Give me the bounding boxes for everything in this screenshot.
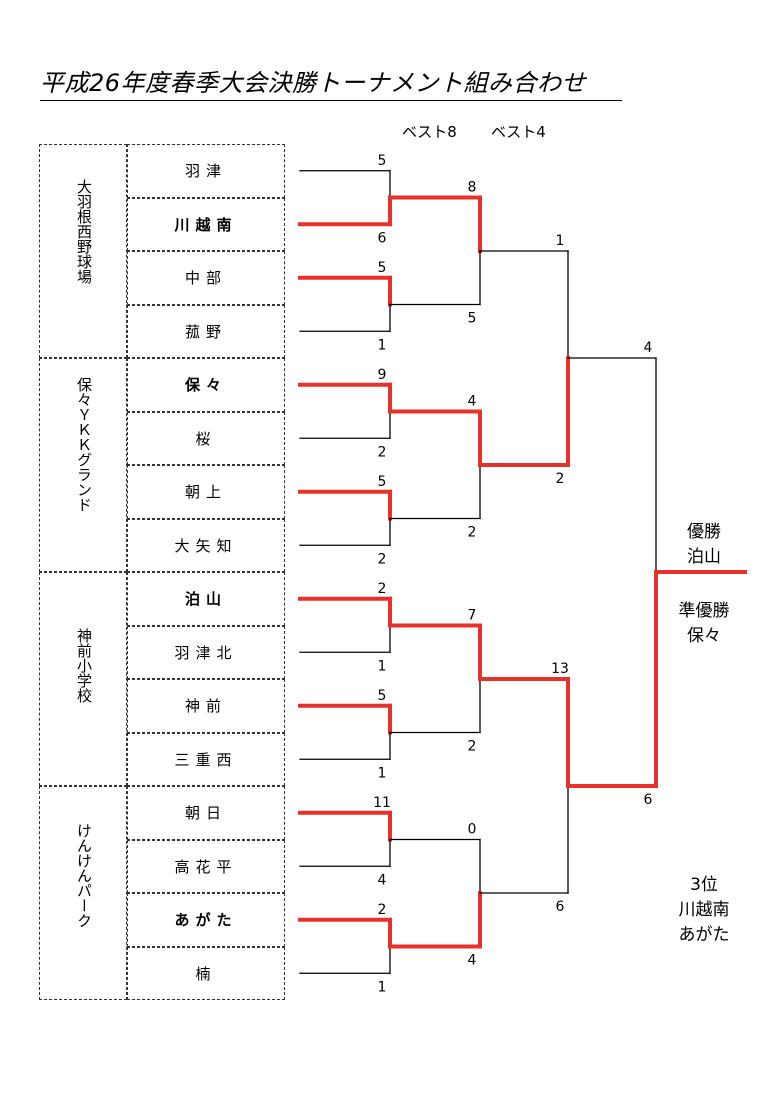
team-cell: あがた [127, 893, 285, 947]
score-label: 2 [378, 551, 387, 567]
score-label: 2 [378, 444, 387, 460]
round-label-best4: ベスト4 [491, 123, 546, 141]
third-place-team-1: 川越南 [678, 900, 730, 920]
score-label: 5 [378, 474, 387, 490]
venue-block-2: 保々ＹＫＫグランド [39, 358, 127, 572]
team-cell: 菰野 [127, 304, 285, 358]
score-label: 4 [468, 953, 477, 969]
score-label: 7 [468, 608, 477, 624]
score-label: 0 [468, 822, 477, 838]
score-label: 6 [644, 792, 653, 808]
score-label: 5 [468, 311, 477, 327]
score-label: 6 [556, 899, 565, 915]
score-label: 11 [373, 795, 391, 811]
third-place-team-2: あがた [678, 925, 730, 945]
score-label: 2 [378, 581, 387, 597]
team-cell: 羽津 [127, 144, 285, 198]
score-label: 1 [378, 337, 387, 353]
third-place-block: 3位 川越南 あがた [664, 873, 744, 948]
score-label: 5 [378, 688, 387, 704]
champion-block: 優勝 泊山 [664, 520, 744, 570]
runner-up-label: 準優勝 [678, 601, 730, 621]
score-label: 1 [378, 658, 387, 674]
team-cell: 川越南 [127, 197, 285, 251]
venue-block-3: 神前小学校 [39, 572, 127, 786]
third-place-label: 3位 [690, 875, 718, 895]
team-cell: 中部 [127, 251, 285, 305]
venue-block-4: けんけんパーク [39, 786, 127, 1000]
team-cell: 大矢知 [127, 518, 285, 572]
venue-name: けんけんパーク [75, 823, 93, 928]
team-cell: 泊山 [127, 572, 285, 626]
round-label-best8: ベスト8 [402, 123, 457, 141]
team-cell: 朝上 [127, 465, 285, 519]
score-label: 1 [378, 979, 387, 995]
score-label: 2 [378, 902, 387, 918]
score-label: 9 [378, 367, 387, 383]
score-label: 1 [556, 233, 565, 249]
score-label: 4 [644, 340, 653, 356]
score-label: 5 [378, 260, 387, 276]
team-cell: 三重西 [127, 732, 285, 786]
score-label: 1 [378, 765, 387, 781]
runner-up-block: 準優勝 保々 [664, 599, 744, 649]
score-label: 13 [551, 661, 569, 677]
score-label: 6 [378, 230, 387, 246]
score-label: 2 [468, 525, 477, 541]
page-title: 平成26年度春季大会決勝トーナメント組み合わせ [40, 63, 622, 101]
team-cell: 楠 [127, 946, 285, 1000]
score-label: 4 [468, 394, 477, 410]
score-label: 2 [468, 739, 477, 755]
venue-block-1: 大羽根西野球場 [39, 144, 127, 358]
runner-up-team: 保々 [687, 626, 721, 646]
champion-label: 優勝 [687, 522, 721, 542]
team-cell: 朝日 [127, 786, 285, 840]
team-cell: 羽津北 [127, 625, 285, 679]
team-cell: 神前 [127, 679, 285, 733]
score-label: 8 [468, 180, 477, 196]
score-label: 5 [378, 153, 387, 169]
team-cell: 保々 [127, 358, 285, 412]
champion-team: 泊山 [687, 547, 721, 567]
score-label: 2 [556, 471, 565, 487]
venue-name: 神前小学校 [75, 628, 93, 703]
score-label: 4 [378, 872, 387, 888]
team-cell: 高花平 [127, 839, 285, 893]
team-cell: 桜 [127, 411, 285, 465]
venue-name: 大羽根西野球場 [75, 179, 93, 284]
venue-name: 保々ＹＫＫグランド [75, 377, 93, 512]
